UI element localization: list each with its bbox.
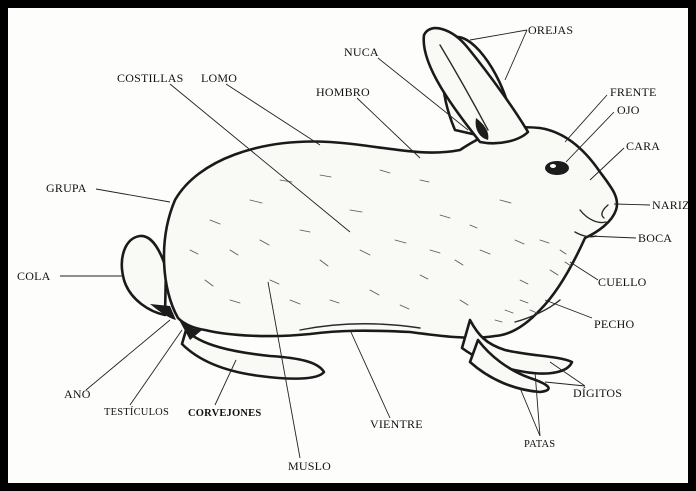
leader-ojo <box>566 112 614 162</box>
leader-nariz <box>614 204 650 205</box>
label-muslo: MUSLO <box>288 459 331 473</box>
rabbit-hind-foot <box>182 330 324 379</box>
label-pecho: PECHO <box>594 317 634 331</box>
label-ano: ANO <box>64 387 91 401</box>
eye-highlight <box>550 164 556 168</box>
label-nuca: NUCA <box>344 45 379 59</box>
label-testiculos: TESTÍCULOS <box>104 406 169 418</box>
leader-frente <box>565 95 607 142</box>
leader-lomo <box>226 84 320 145</box>
rabbit-tail <box>122 236 166 315</box>
leader-grupa <box>96 189 170 202</box>
rabbit-body <box>164 127 617 337</box>
label-nariz: NARIZ <box>652 198 690 212</box>
label-hombro: HOMBRO <box>316 85 370 99</box>
leader-orejas-1 <box>470 30 527 40</box>
leader-vientre <box>350 330 390 418</box>
leader-orejas-2 <box>505 30 527 80</box>
label-frente: FRENTE <box>610 85 657 99</box>
label-grupa: GRUPA <box>46 181 87 195</box>
label-vientre: VIENTRE <box>370 417 423 431</box>
label-digitos: DÍGITOS <box>573 386 622 400</box>
label-lomo: LOMO <box>201 71 237 85</box>
leader-ano <box>86 320 170 390</box>
leader-cuello <box>570 262 598 280</box>
label-boca: BOCA <box>638 231 672 245</box>
label-cara: CARA <box>626 139 660 153</box>
leader-boca <box>588 236 636 238</box>
label-patas: PATAS <box>524 439 555 450</box>
leader-pecho <box>545 300 592 318</box>
label-ojo: OJO <box>617 103 640 117</box>
label-cola: COLA <box>17 269 51 283</box>
label-corvejones: CORVEJONES <box>188 408 261 419</box>
label-orejas: OREJAS <box>528 23 573 37</box>
label-cuello: CUELLO <box>598 275 647 289</box>
rabbit-illustration <box>122 28 617 392</box>
rabbit-eye <box>545 161 569 175</box>
label-costillas: COSTILLAS <box>117 71 183 85</box>
leader-testiculos <box>130 330 182 405</box>
